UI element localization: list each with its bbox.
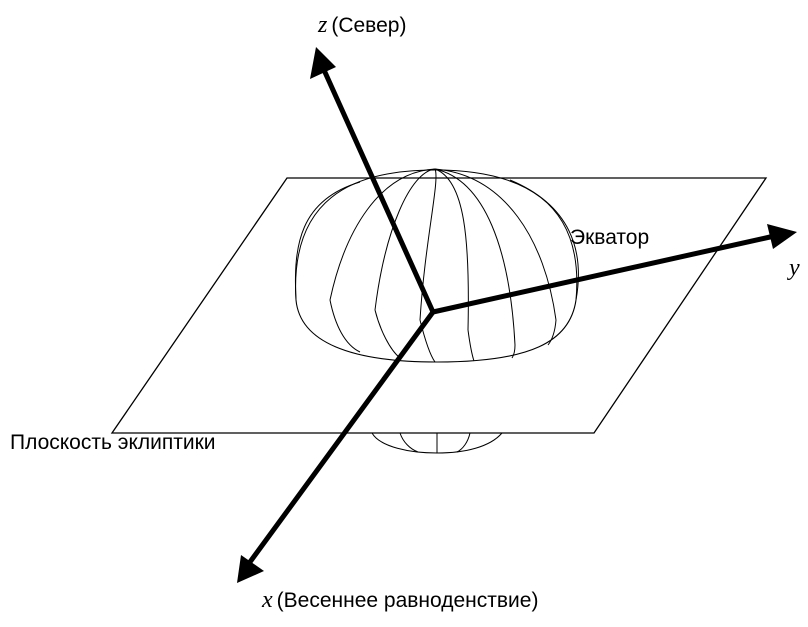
y-axis-letter: y bbox=[789, 255, 800, 281]
x-axis-arrowhead bbox=[237, 555, 264, 583]
sphere-lower-cap bbox=[371, 432, 503, 454]
equator-curve bbox=[295, 299, 577, 363]
axes bbox=[237, 47, 797, 583]
x-axis-letter: x bbox=[262, 587, 273, 613]
x-axis bbox=[247, 309, 436, 565]
z-axis-caption: (Север) bbox=[331, 14, 407, 37]
z-axis-letter: z bbox=[318, 12, 328, 38]
ecliptic-plane-label: Плоскость эклиптики bbox=[10, 431, 216, 454]
x-axis-label: x (Весеннее равноденствие) bbox=[262, 587, 538, 614]
z-axis-label: z (Север) bbox=[318, 12, 406, 39]
y-axis bbox=[430, 234, 773, 315]
z-axis bbox=[321, 67, 436, 315]
x-axis-caption: (Весеннее равноденствие) bbox=[276, 589, 539, 612]
equator-label: Экватор bbox=[570, 226, 650, 249]
ecliptic-plane bbox=[110, 177, 768, 434]
z-axis-arrowhead bbox=[310, 47, 336, 79]
y-axis-arrowhead bbox=[767, 224, 797, 249]
sphere-upper-hemisphere bbox=[294, 168, 579, 346]
